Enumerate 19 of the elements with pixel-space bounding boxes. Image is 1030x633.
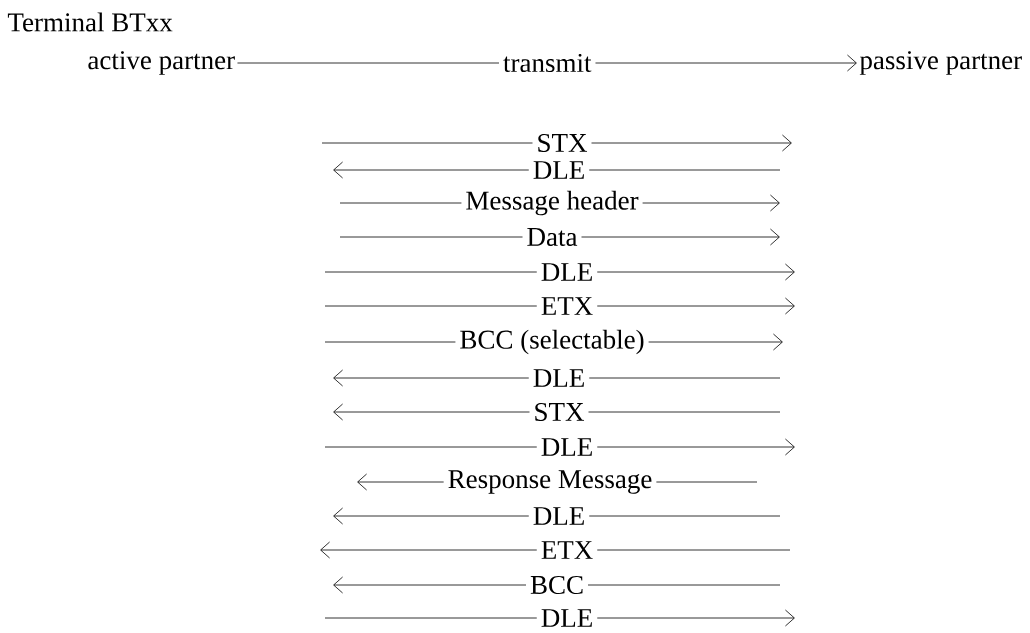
message-label: Message header	[461, 186, 643, 220]
message-label: DLE	[528, 503, 590, 529]
partner-label: active partner	[88, 51, 235, 75]
message-label: DLE	[528, 157, 590, 183]
message-label: ETX	[536, 537, 598, 563]
message-label: Response Message	[443, 466, 657, 498]
partner-label: passive partner	[859, 51, 1022, 75]
message-label: DLE	[536, 434, 598, 460]
message-label: DLE	[536, 605, 598, 631]
title: Terminal BTxx	[7, 12, 173, 32]
message-label: DLE	[536, 259, 598, 285]
edge-label: transmit	[499, 49, 596, 77]
message-label: STX	[532, 129, 592, 157]
message-label: BCC (selectable)	[455, 325, 649, 359]
message-label: Data	[522, 224, 582, 250]
message-label: STX	[529, 398, 589, 426]
message-label: DLE	[528, 365, 590, 391]
message-label: ETX	[536, 293, 598, 319]
message-label: BCC	[526, 571, 588, 599]
